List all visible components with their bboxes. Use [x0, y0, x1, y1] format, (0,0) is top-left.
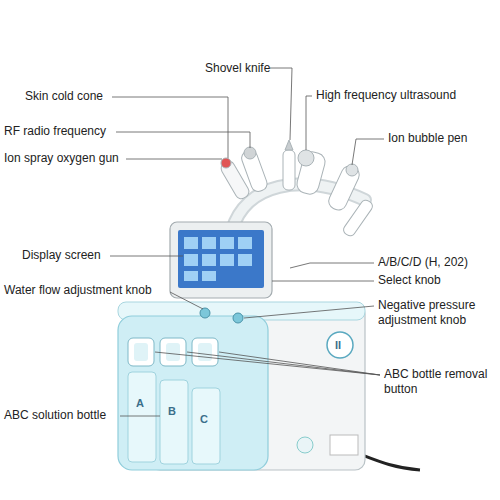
- display-tablet: [170, 222, 272, 298]
- removal-button: [198, 343, 212, 361]
- part-label: Ion bubble pen: [388, 131, 467, 146]
- logo: [327, 332, 353, 358]
- solution-bottle: [128, 372, 156, 462]
- removal-button: [134, 343, 148, 361]
- part-label: RF radio frequency: [4, 124, 106, 139]
- part-label: Water flow adjustment knob: [4, 283, 152, 298]
- water-knob: [200, 308, 210, 318]
- part-label: ABC bottle removal button: [384, 367, 489, 397]
- part-label: A/B/C/D (H, 202): [378, 255, 468, 270]
- removal-button: [128, 338, 154, 366]
- bottle-letter: A: [136, 396, 144, 411]
- part-label: High frequency ultrasound: [316, 88, 456, 103]
- part-label: Shovel knife: [205, 61, 270, 76]
- removal-button: [160, 338, 186, 366]
- solution-bottle: [192, 388, 220, 464]
- logo: [297, 437, 313, 453]
- removal-button: [166, 343, 180, 361]
- bottle-letter: II: [335, 338, 341, 353]
- part-label: Display screen: [22, 248, 101, 263]
- front-panel: [118, 316, 268, 470]
- bottle-letter: B: [168, 404, 176, 419]
- part-label: Negative pressure adjustment knob: [378, 298, 493, 328]
- pressure-knob: [233, 313, 243, 323]
- removal-button: [192, 338, 218, 366]
- leader-lines: [110, 68, 384, 416]
- part-label: Select knob: [378, 273, 441, 288]
- screen-icons: [184, 237, 252, 281]
- solution-bottle: [160, 380, 188, 464]
- display-screen: [178, 230, 264, 288]
- part-label: ABC solution bottle: [4, 408, 106, 423]
- part-label: Ion spray oxygen gun: [4, 151, 119, 166]
- power-cord: [362, 455, 420, 470]
- part-label: Skin cold cone: [25, 89, 103, 104]
- rating-plate: [330, 435, 358, 455]
- bottle-letter: C: [200, 412, 208, 427]
